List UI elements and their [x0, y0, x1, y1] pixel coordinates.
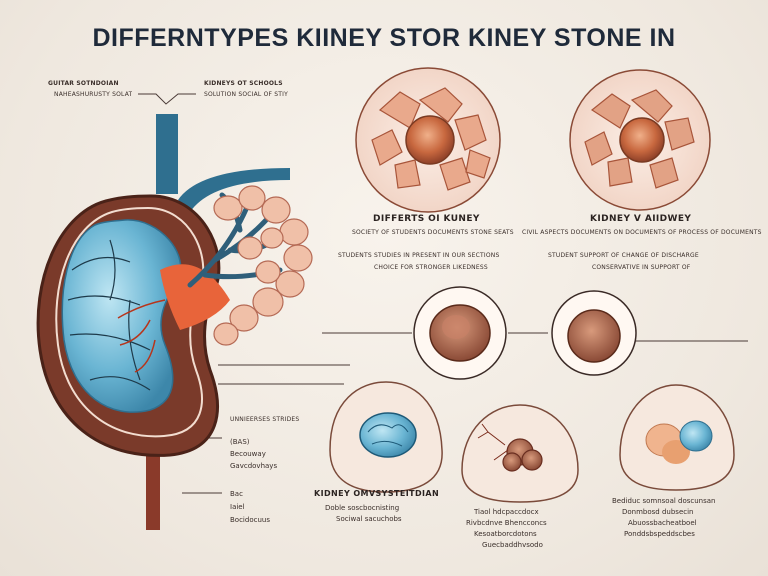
stone-drop-bottom-right — [619, 384, 735, 491]
page-title: DIFFERNTYPES KIINEY STOR KINEY STONE IN — [92, 24, 676, 52]
label-bottom-left-1: Doble soscbocnisting — [325, 504, 400, 512]
label-mid-left-head: DIFFERTS OI KUNEY — [373, 214, 480, 224]
label-mid-left-2: STUDENTS STUDIES IN PRESENT IN OUR SECTI… — [338, 252, 500, 259]
label-mid-right-1: CIVIL ASPECTS DOCUMENTS ON DOCUMENTS OF … — [522, 229, 762, 236]
stone-drop-bottom-left — [329, 381, 443, 493]
label-bottom-mid-3: Kesoatborcdotons — [474, 530, 537, 538]
label-bottom-left-2: Sociwal sacuchobs — [336, 515, 402, 523]
label-mid-right-2: STUDENT SUPPORT OF CHANGE OF DISCHARGE — [548, 252, 699, 259]
stone-circle-mid-right — [551, 290, 637, 376]
stone-circle-top-right — [569, 69, 711, 211]
label-side-3b: Iaiel — [230, 503, 245, 511]
label-top-left-1a: GUITAR SOTNDOIAN — [48, 80, 119, 87]
label-top-left-1b: NAHEASHURUSTY SOLAT — [54, 91, 133, 98]
label-bottom-right-4: Ponddsbspeddscbes — [624, 530, 695, 538]
label-side-2a: (BAS) — [230, 438, 250, 446]
label-mid-right-head: KIDNEY V AIIDWEY — [590, 214, 692, 224]
stone-circle-mid-left — [413, 286, 507, 380]
kidney-illustration — [36, 194, 230, 457]
stone-drop-bottom-mid — [461, 404, 579, 503]
label-bottom-head: KIDNEY OMVSYSTEITDIAN — [314, 489, 440, 498]
label-top-left-2a: KIDNEYS OT SCHOOLS — [204, 80, 283, 87]
label-bottom-right-1: Bediduc somnsoal doscunsan — [612, 497, 716, 505]
label-side-3c: Bocidocuus — [230, 516, 270, 524]
stone-circle-top-left — [355, 67, 501, 213]
leader-lines — [138, 93, 748, 494]
label-bottom-mid-2: Rivbcdnve Bhencconcs — [466, 519, 547, 527]
label-mid-left-3: CHOICE FOR STRONGER LIKEDNESS — [374, 264, 488, 271]
label-side-2b: Becouway — [230, 450, 266, 458]
label-bottom-right-3: Abuossbacheatboel — [628, 519, 697, 527]
label-bottom-mid-4: Guecbaddhvsodo — [482, 541, 543, 549]
label-side-3a: Bac — [230, 490, 243, 498]
label-side-2c: Gavcdovhays — [230, 462, 278, 470]
label-top-left-2b: SOLUTION SOCIAL OF STIY — [204, 91, 288, 98]
label-side-1: UNNIEERSES STRIDES — [230, 416, 300, 423]
vessel-tree — [187, 185, 313, 346]
label-bottom-mid-1: Tiaol hdcpaccdocx — [474, 508, 539, 516]
label-bottom-right-2: Donmbosd dubsecin — [622, 508, 694, 516]
label-mid-right-3: CONSERVATIVE IN SUPPORT OF — [592, 264, 691, 271]
label-mid-left-1: SOCIETY OF STUDENTS DOCUMENTS STONE SEAT… — [352, 229, 514, 236]
